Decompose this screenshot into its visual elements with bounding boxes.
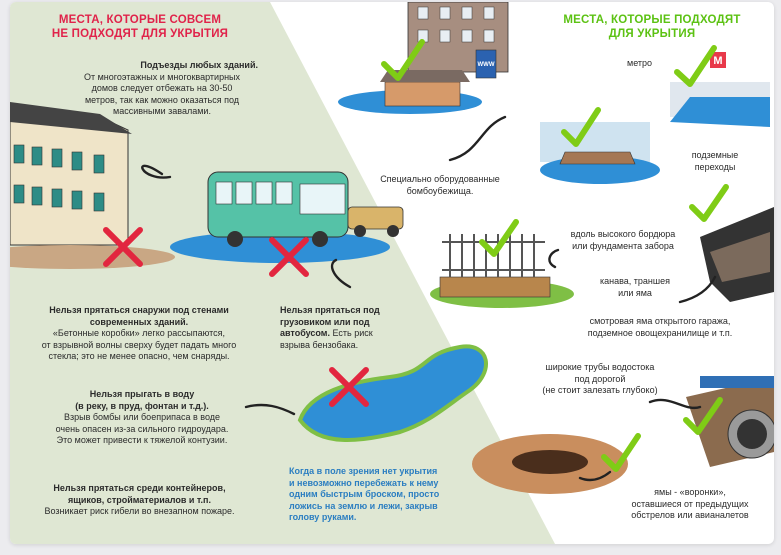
garage-label: смотровая яма открытого гаража, подземно… [587, 316, 733, 338]
craters-label: ямы - «воронки», оставшиеся от предыдущи… [631, 487, 749, 520]
check-fence [479, 219, 519, 257]
trench-illustration [700, 207, 774, 302]
walls-text: Нельзя прятаться снаружи под стенами сов… [41, 305, 237, 361]
metro-illustration [540, 52, 770, 184]
check-trench [689, 184, 729, 222]
entrances-text: Подъезды любых зданий. От многоэтажных и… [83, 60, 258, 116]
crater-illustration [472, 434, 628, 494]
metro-label: метро [627, 58, 653, 68]
water-text: Нельзя прыгать в воду (в реку, в пруд, ф… [55, 389, 229, 445]
crosses [103, 227, 369, 407]
pipes-label: широкие трубы водостока под дорогой (не … [542, 362, 658, 395]
check-shelter [381, 39, 425, 81]
check-underpass [561, 107, 601, 147]
left-header: МЕСТА, КОТОРЫЕ СОВСЕМ НЕ ПОДХОДЯТ ДЛЯ УК… [51, 14, 229, 40]
ditch-label: канава, траншея или яма [599, 276, 670, 298]
shelter-illustration [338, 2, 509, 114]
checkmarks [381, 39, 729, 472]
underpass-label: подземные переходы [691, 150, 739, 172]
shelter-sign-text: WWW [478, 62, 495, 68]
cross-building [103, 227, 143, 267]
truck-text: Нельзя прятаться под грузовиком или под … [280, 305, 380, 350]
cross-bus [269, 237, 309, 277]
open-field-text: Когда в поле зрения нет укрытия и невозм… [289, 466, 440, 522]
infographic-card: М WWW МЕСТА, КОТОРЫЕ СОВСЕМ НЕ ПОДХОДЯТ … [10, 2, 774, 544]
containers-text: Нельзя прятаться среди контейнеров, ящик… [44, 483, 235, 516]
building-illustration [10, 102, 175, 269]
pointer-arrows [141, 115, 717, 482]
illustration-canvas: М WWW [10, 2, 774, 544]
curb-label: вдоль высокого бордюра или фундамента за… [570, 229, 676, 251]
shelter-label: Специально оборудованные бомбоубежища. [380, 174, 500, 196]
river-illustration [297, 344, 488, 443]
pipe-illustration [686, 376, 774, 467]
metro-sign-letter: М [713, 55, 722, 67]
check-metro [674, 45, 717, 87]
right-header: МЕСТА, КОТОРЫЕ ПОДХОДЯТ ДЛЯ УКРЫТИЯ [563, 14, 741, 40]
check-crater [601, 433, 641, 472]
cross-water [329, 367, 369, 407]
check-pipe [683, 397, 723, 435]
fence-illustration [430, 234, 574, 308]
